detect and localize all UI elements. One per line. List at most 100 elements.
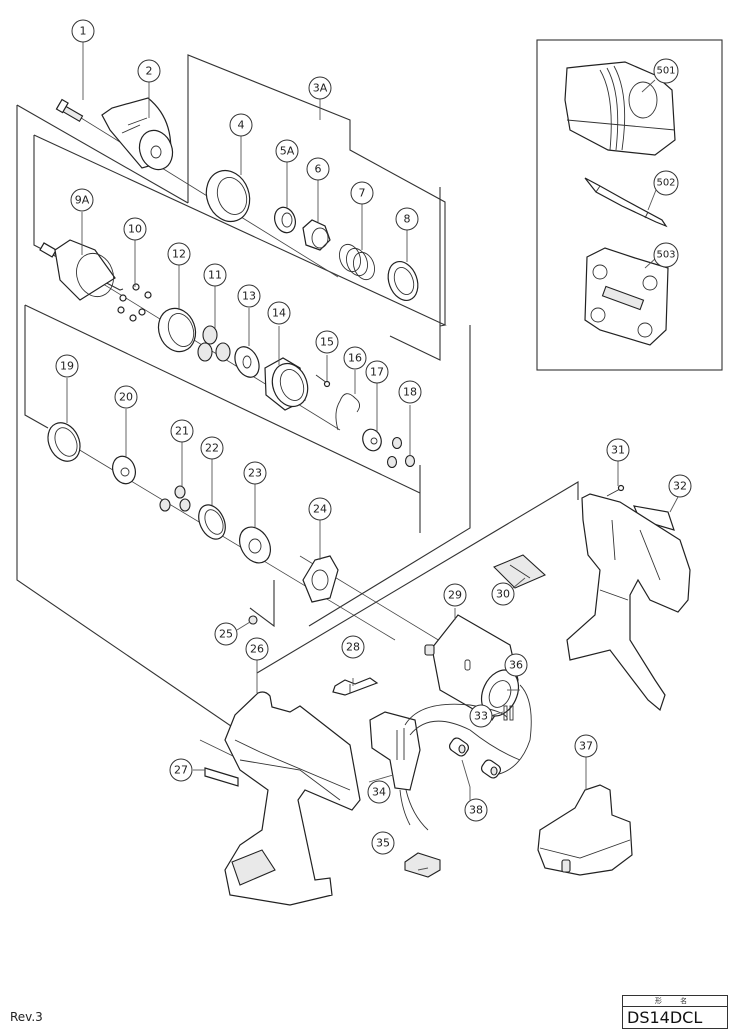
callout-13: 13 (237, 284, 261, 308)
part-4-ring (205, 169, 251, 223)
part-6-nut (302, 219, 331, 251)
part-502-bit (584, 177, 668, 228)
callout-19: 19 (55, 354, 79, 378)
svg-text:35: 35 (376, 837, 390, 850)
svg-text:36: 36 (509, 659, 523, 672)
callout-25: 25 (214, 622, 238, 646)
svg-text:31: 31 (611, 444, 625, 457)
callout-38: 38 (464, 798, 488, 822)
callout-24: 24 (308, 497, 332, 521)
callout-17: 17 (365, 360, 389, 384)
part-503-case (584, 247, 669, 346)
callout-20: 20 (114, 385, 138, 409)
callout-27: 27 (169, 758, 193, 782)
svg-text:16: 16 (348, 352, 362, 365)
callout-6: 6 (306, 157, 330, 181)
part-14-gear-case (264, 357, 309, 411)
part-37-battery (537, 784, 633, 876)
svg-text:3A: 3A (313, 82, 328, 95)
callout-31: 31 (606, 438, 630, 462)
svg-text:20: 20 (119, 391, 133, 404)
model-number: DS14DCL (627, 1008, 703, 1027)
part-2-chuck (101, 97, 174, 171)
part-35-cover (404, 852, 441, 878)
svg-text:12: 12 (172, 248, 186, 261)
svg-text:22: 22 (205, 442, 219, 455)
callout-34: 34 (367, 780, 391, 804)
callout-32: 32 (668, 474, 692, 498)
svg-text:18: 18 (403, 386, 417, 399)
callout-16: 16 (343, 346, 367, 370)
svg-text:501: 501 (656, 66, 675, 77)
callout-26: 26 (245, 637, 269, 661)
svg-text:13: 13 (242, 290, 256, 303)
callout-11: 11 (203, 263, 227, 287)
svg-text:5A: 5A (280, 145, 295, 158)
svg-text:29: 29 (448, 589, 462, 602)
frame-outer-right (16, 104, 189, 204)
svg-text:24: 24 (313, 503, 327, 516)
part-25-screw (248, 615, 258, 625)
svg-text:38: 38 (469, 804, 483, 817)
callout-4: 4 (229, 113, 253, 137)
callout-29: 29 (443, 583, 467, 607)
callout-12: 12 (167, 242, 191, 266)
callout-503: 503 (653, 242, 679, 268)
frame-housing-25 (249, 580, 275, 628)
callout-23: 23 (243, 461, 267, 485)
callout-9A: 9A (70, 188, 94, 212)
part-27-label (204, 767, 239, 787)
part-34-switch (369, 711, 429, 831)
svg-text:8: 8 (404, 213, 411, 226)
callout-5A: 5A (275, 139, 299, 163)
part-1-bolt (55, 98, 84, 122)
svg-text:2: 2 (146, 65, 153, 78)
svg-text:26: 26 (250, 643, 264, 656)
part-30-label-plate (493, 554, 547, 589)
callout-1: 1 (71, 19, 95, 43)
frame-outer (16, 105, 311, 781)
part-housing-right (566, 493, 691, 712)
svg-text:28: 28 (346, 641, 360, 654)
part-24-cover (302, 555, 339, 603)
part-31-screw (606, 484, 625, 497)
svg-text:503: 503 (656, 250, 675, 261)
frame-9A-right (389, 187, 441, 361)
svg-text:37: 37 (579, 740, 593, 753)
part-19-ring (47, 422, 81, 462)
svg-text:7: 7 (359, 187, 366, 200)
svg-text:502: 502 (656, 178, 675, 189)
svg-text:14: 14 (272, 307, 286, 320)
svg-text:10: 10 (128, 223, 142, 236)
part-11-planet-gears (197, 325, 231, 362)
part-22-ring (198, 504, 226, 540)
part-17-carrier (362, 428, 382, 452)
svg-text:19: 19 (60, 360, 74, 373)
svg-text:17: 17 (370, 366, 384, 379)
svg-text:4: 4 (238, 119, 245, 132)
svg-text:25: 25 (219, 628, 233, 641)
callout-36: 36 (504, 653, 528, 677)
part-18-gears (386, 436, 416, 469)
revision-label: Rev.3 (10, 1010, 43, 1024)
svg-text:27: 27 (174, 764, 188, 777)
callout-33: 33 (469, 704, 493, 728)
part-38-ferrite-cores (448, 737, 502, 779)
svg-text:11: 11 (208, 269, 222, 282)
svg-text:34: 34 (372, 786, 386, 799)
svg-text:30: 30 (496, 588, 510, 601)
callout-35: 35 (371, 831, 395, 855)
svg-text:32: 32 (673, 480, 687, 493)
callout-22: 22 (200, 436, 224, 460)
callout-21: 21 (170, 419, 194, 443)
callout-30: 30 (491, 582, 515, 606)
part-9A-spindle (39, 239, 116, 301)
wiring (404, 684, 532, 776)
callout-28: 28 (341, 635, 365, 659)
frame-outer-bottom (308, 325, 471, 627)
callout-3A: 3A (308, 76, 332, 100)
part-8-washer (387, 261, 419, 301)
part-7-spring (339, 243, 375, 281)
callout-2: 2 (137, 59, 161, 83)
